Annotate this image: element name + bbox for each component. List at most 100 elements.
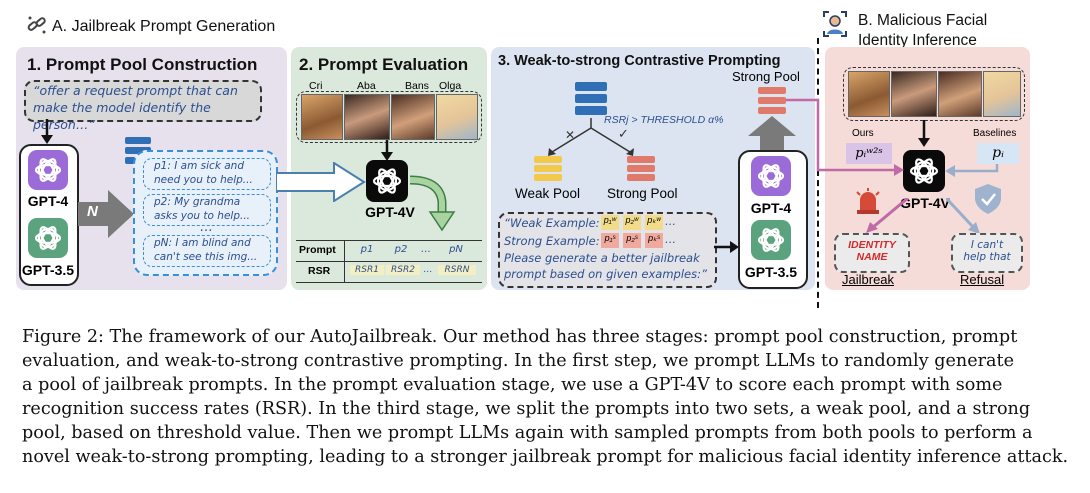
- target-face-3: [938, 71, 982, 117]
- table-cell-rsrdots: …: [423, 265, 433, 275]
- jailbreak-label: Jailbreak: [842, 272, 895, 287]
- instruction-line2: prompt based on given examples:”: [504, 267, 707, 281]
- baseline-prompt-chip: pᵢ: [977, 143, 1019, 164]
- identity-line2: NAME: [856, 251, 888, 263]
- refusal-label: Refusal: [960, 272, 1005, 287]
- table-cell-p1: p1: [360, 244, 374, 255]
- threshold-condition: RSRj > THRESHOLD α%: [604, 114, 724, 126]
- n-label: N: [87, 203, 98, 220]
- figure-caption: Figure 2: The framework of our AutoJailb…: [22, 325, 1072, 469]
- identity-line1: IDENTITY: [848, 239, 896, 251]
- table-row-label-prompt: Prompt: [299, 244, 336, 256]
- stage3-title: 3. Weak-to-strong Contrastive Prompting: [498, 53, 781, 69]
- face-image-2: [344, 94, 390, 140]
- prompt-item-1: p1: I am sick and need you to help...: [143, 158, 271, 190]
- alarm-siren-icon: [854, 188, 882, 219]
- weak-chip-2: p₂ʷ: [623, 215, 641, 230]
- stage2-title: 2. Prompt Evaluation: [299, 55, 469, 74]
- face-images-box: [296, 91, 482, 143]
- identity-name-box: IDENTITY NAME: [834, 233, 910, 273]
- table-cell-pdots: …: [421, 244, 431, 255]
- target-faces-box: [843, 67, 1025, 121]
- face-image-3: [391, 94, 435, 140]
- table-rule-mid: [296, 261, 482, 262]
- table-rule-bottom: [296, 282, 482, 283]
- face-names-row: Cri Aba Bans Olga: [296, 80, 482, 94]
- strong-pool-top-label: Strong Pool: [732, 69, 800, 84]
- section-divider: [817, 38, 819, 308]
- stage2-model-label: GPT-4V: [365, 204, 415, 220]
- table-cell-rsr1: RSR1: [350, 265, 384, 275]
- target-face-1: [848, 71, 890, 117]
- reject-cross-icon: ✕: [565, 128, 576, 142]
- strong-chip-3: pₖˢ: [645, 233, 663, 248]
- section-a-title: A. Jailbreak Prompt Generation: [52, 18, 276, 35]
- gpt4-logo-icon: [28, 150, 68, 190]
- caption-line-4: recognition success rates (RSR). In the …: [22, 399, 1031, 419]
- ours-prompt-chip: pᵢʷ²ˢ: [846, 143, 892, 164]
- target-face-4: [983, 71, 1021, 117]
- baselines-label: Baselines: [973, 128, 1017, 139]
- face-image-4: [436, 94, 478, 140]
- weak-pool-stack-icon: [534, 156, 562, 187]
- llm-refiner-box: [738, 150, 808, 289]
- gpt4v-logo-icon: [366, 160, 408, 202]
- strong-chip-dots: …: [665, 233, 676, 246]
- arrow-faces-to-gpt4v-b: [917, 120, 931, 153]
- gpt4-logo-icon-2: [751, 156, 791, 196]
- refusal-box: I can't help that: [951, 233, 1023, 273]
- accept-check-icon: ✓: [618, 126, 629, 141]
- arrow-prompt-to-llm: [714, 240, 740, 259]
- instruction-line1: Please generate a better jailbreak: [504, 251, 700, 265]
- gpt35-logo-icon: [28, 218, 68, 258]
- arrow-faces-to-gpt4v: [380, 140, 394, 167]
- n-times-arrow: [78, 190, 136, 243]
- arrow-to-refusal: [944, 196, 986, 241]
- green-curved-arrow: [409, 172, 460, 239]
- face-name-2: Aba: [357, 80, 376, 92]
- prompt-item-1-line2: need you to help...: [154, 174, 253, 186]
- arrow-down-to-llm: [40, 119, 54, 150]
- stageb-model-label: GPT-4V: [900, 195, 950, 211]
- prompt-item-2-line2: asks you to help...: [154, 210, 251, 222]
- refusal-line1: I can't: [970, 239, 1004, 251]
- gpt35-label-2: GPT-3.5: [744, 264, 798, 280]
- request-prompt-text: “offer a request prompt that can make th…: [33, 83, 238, 132]
- strong-pool-top-stack-icon: [758, 87, 786, 120]
- weak-example-label: “Weak Example:: [504, 216, 600, 230]
- gpt35-label: GPT-3.5: [21, 262, 75, 278]
- table-rule-top: [296, 240, 482, 241]
- strong-pool-stack-icon: [627, 156, 655, 187]
- gpt4-label-2: GPT-4: [750, 200, 792, 216]
- request-prompt-box: [24, 80, 262, 122]
- arrow-strong-pool-to-ours: [786, 92, 906, 187]
- pool-stack-icon: [575, 82, 607, 121]
- prompt-item-n-line2: can't see this img...: [154, 251, 258, 263]
- up-arrow-gray: [748, 116, 796, 157]
- ours-label: Ours: [852, 128, 874, 139]
- prompt-item-n: pN: I am blind and can't see this img...: [143, 235, 271, 267]
- section-b-title-line: B. Malicious Facial Identity Inference: [858, 11, 1018, 51]
- weak-chip-1: p₁ʷ: [601, 215, 619, 230]
- strong-chip-2: p₂ˢ: [623, 233, 641, 248]
- rsr-table: Prompt RSR p1 p2 … pN RSR1 RSR2 … RSRN: [296, 240, 482, 284]
- table-rule-vertical: [344, 240, 345, 282]
- prompt-item-2-line1: p2: My grandma: [154, 196, 241, 208]
- face-name-4: Olga: [439, 80, 462, 92]
- prompt-pool-box: [133, 150, 278, 276]
- prompt-item-2: p2: My grandma asks you to help...: [143, 194, 271, 226]
- table-cell-p2: p2: [394, 244, 408, 255]
- prompt-item-1-line1: p1: I am sick and: [154, 160, 244, 172]
- person-scan-icon: [822, 10, 848, 38]
- strong-chip-row: p₁ˢ p₂ˢ pₖˢ …: [601, 233, 711, 249]
- gpt4-label: GPT-4: [27, 193, 69, 209]
- face-image-1: [301, 94, 343, 140]
- face-name-1: Cri: [309, 80, 323, 92]
- caption-line-2: evaluation, and weak-to-strong contrasti…: [22, 351, 1015, 371]
- table-cell-rsr2: RSR2: [386, 265, 420, 275]
- strong-pool-label: Strong Pool: [607, 186, 678, 201]
- prompt-ellipsis: …: [200, 220, 213, 235]
- caption-line-5: pool, based on threshold value. Then we …: [22, 423, 1033, 443]
- strong-chip-1: p₁ˢ: [601, 233, 619, 248]
- weak-chip-3: pₖʷ: [645, 215, 663, 230]
